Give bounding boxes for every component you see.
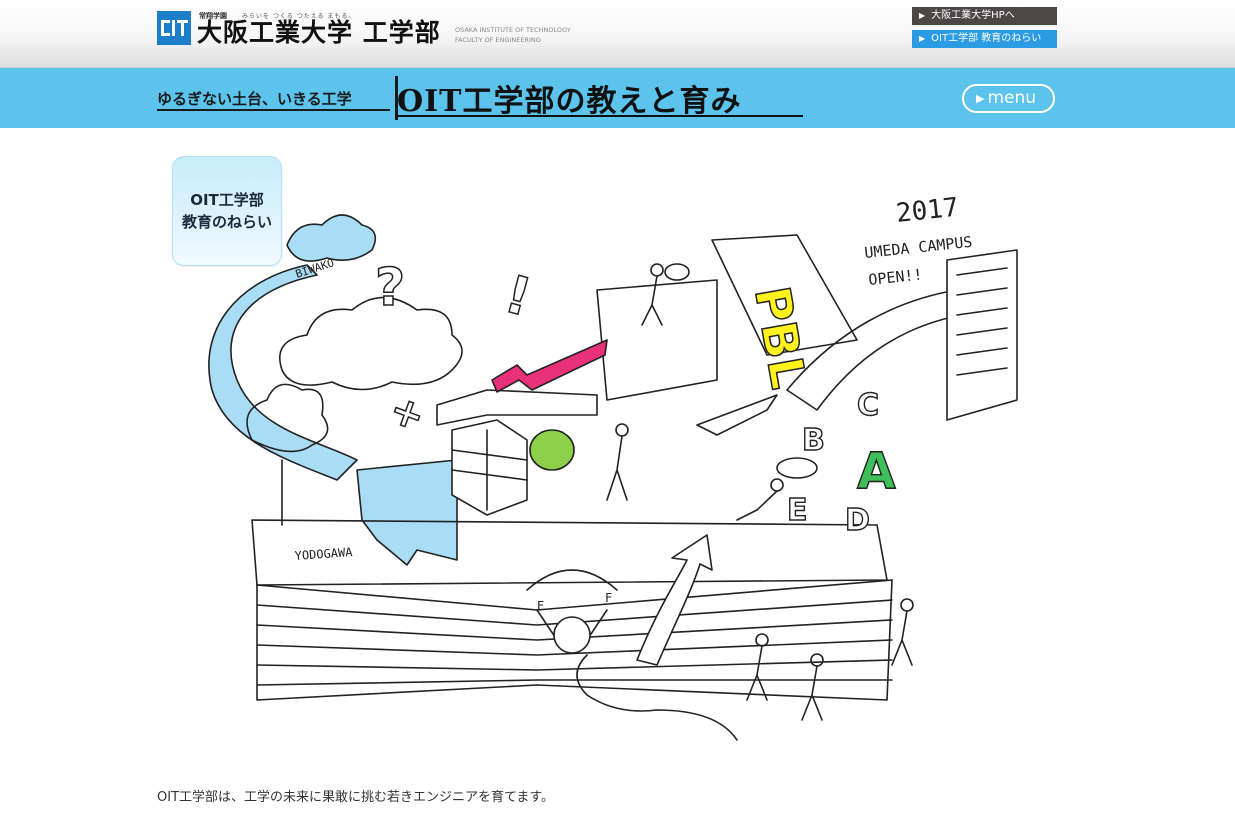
river-illustration (208, 264, 358, 481)
campus-open-label: OPEN!! (868, 265, 924, 289)
direction-arrow-illustration (636, 534, 713, 666)
umeda-tower-illustration (946, 249, 1018, 421)
badge-line-1: OIT工学部 (190, 191, 264, 209)
biwako-cloud-illustration (286, 214, 377, 262)
grade-e-illustration: E (787, 493, 808, 528)
campus-label: UMEDA CAMPUS (864, 233, 974, 262)
banner-tagline: ゆるぎない土台、いきる工学 (157, 90, 352, 108)
fuel-gauge-illustration (526, 569, 618, 591)
airplane-illustration (696, 394, 778, 436)
banner-title: OIT工学部の教えと育み (397, 84, 742, 119)
intro-text: OIT工学部は、工学の未来に果敢に挑む若きエンジニアを育てます。 (157, 790, 555, 805)
blocks-illustration (451, 419, 528, 516)
logo-group-name: 常翔学園 (199, 12, 227, 20)
site-logo[interactable]: 常翔学園 みらいを つくる つたえる まもる。 大阪工業大学 工学部 OSAKA… (157, 11, 577, 47)
logo-tagline: みらいを つくる つたえる まもる。 (242, 13, 356, 20)
rope-illustration (576, 654, 738, 741)
year-label: 2017 (895, 193, 960, 229)
exclamation-mark-illustration: ! (499, 265, 537, 329)
arrow-right-icon: ▶ (919, 34, 926, 43)
banner-divider (395, 76, 398, 120)
desk-illustration (436, 389, 598, 426)
menu-button[interactable]: ▶menu (962, 84, 1055, 113)
gauge-e-label: E (537, 599, 544, 613)
grade-a-illustration: A (857, 442, 896, 500)
gauge-f-label: F (605, 591, 612, 605)
title-banner: ゆるぎない土台、いきる工学 OIT工学部の教えと育み ▶menu (0, 68, 1235, 128)
grade-b-illustration: B (802, 423, 825, 458)
waterfall-illustration (356, 459, 458, 566)
grade-c-illustration: C (857, 388, 879, 423)
education-aim-link[interactable]: ▶OIT工学部 教育のねらい (912, 30, 1057, 48)
logo-english-name: OSAKA INSTITUTE OF TECHNOLOGY FACULTY OF… (455, 26, 571, 44)
site-header: 常翔学園 みらいを つくる つたえる まもる。 大阪工業大学 工学部 OSAKA… (0, 0, 1235, 68)
graph-arrow-illustration (491, 339, 608, 393)
tagline-underline (157, 109, 390, 111)
education-aim-badge[interactable]: OIT工学部 教育のねらい (172, 156, 282, 266)
education-illustration: PBL A B C D E ? ! + 2017 UMEDA CAMPUS OP… (208, 193, 1018, 741)
plus-illustration: + (384, 386, 431, 441)
logo-university-name: 大阪工業大学 工学部 (197, 18, 441, 47)
helmet-illustration (529, 429, 575, 471)
tree-illustration (246, 383, 329, 453)
grade-d-illustration: D (845, 503, 870, 538)
play-triangle-icon: ▶ (976, 92, 985, 105)
badge-line-2: 教育のねらい (181, 213, 272, 231)
oit-homepage-link[interactable]: ▶大阪工業大学HPへ (912, 7, 1057, 25)
title-underline (397, 115, 803, 117)
cloud-illustration (279, 296, 463, 391)
arrow-right-icon: ▶ (919, 11, 926, 20)
oit-logo-mark-icon (157, 11, 191, 45)
yodogawa-label: YODOGAWA (294, 545, 353, 563)
question-mark-illustration: ? (375, 258, 405, 318)
